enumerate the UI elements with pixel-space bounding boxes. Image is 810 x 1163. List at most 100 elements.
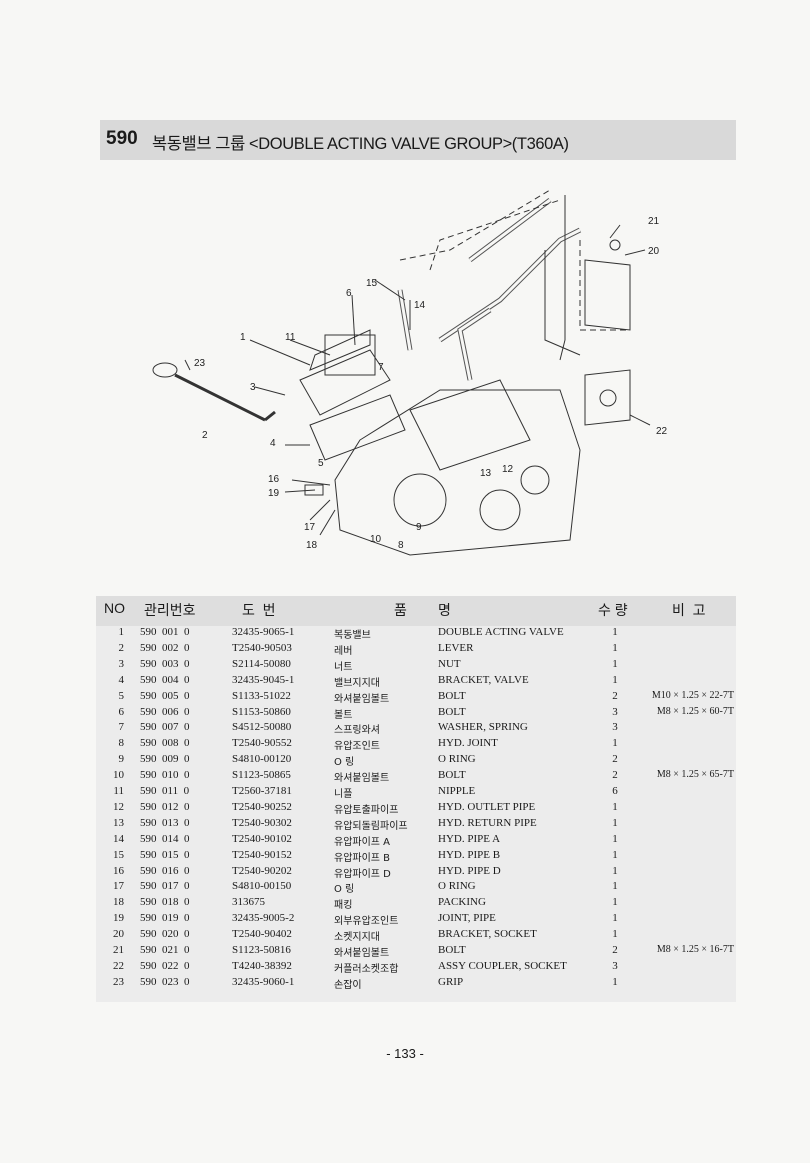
cell-name-kr: 외부유압조인트 <box>334 916 399 928</box>
callout-6: 6 <box>346 288 352 299</box>
cell-mgmt-no: 590 014 0 <box>140 832 190 845</box>
section-title: 복동밸브 그룹 <DOUBLE ACTING VALVE GROUP>(T360… <box>152 135 569 153</box>
cell-qty: 1 <box>612 737 618 750</box>
cell-drawing-no: S2114-50080 <box>232 657 291 670</box>
cell-no: 15 <box>113 848 124 861</box>
cell-drawing-no: T2540-90503 <box>232 641 292 654</box>
cell-drawing-no: 32435-9060-1 <box>232 975 295 988</box>
cell-name-en: BRACKET, VALVE <box>438 673 529 686</box>
cell-mgmt-no: 590 007 0 <box>140 721 190 734</box>
cell-mgmt-no: 590 009 0 <box>140 753 190 766</box>
cell-no: 16 <box>113 864 124 877</box>
callout-10: 10 <box>370 534 382 545</box>
cell-qty: 2 <box>612 944 618 956</box>
cell-drawing-no: T2540-90402 <box>232 928 292 941</box>
cell-qty: 2 <box>612 753 618 766</box>
cell-mgmt-no: 590 005 0 <box>140 689 190 702</box>
cell-no: 14 <box>113 832 124 845</box>
cell-name-kr: 와셔붙임볼트 <box>334 773 390 785</box>
cell-name-kr: 유압파이프 B <box>334 852 391 864</box>
cell-name-en: O RING <box>438 753 476 766</box>
cell-name-kr: 밸브지지대 <box>334 677 380 689</box>
cell-name-en: O RING <box>438 880 476 893</box>
cell-name-en: LEVER <box>438 641 474 654</box>
cell-qty: 1 <box>612 912 618 925</box>
callout-13: 13 <box>480 468 492 479</box>
cell-drawing-no: S4810-00120 <box>232 753 292 766</box>
cell-name-en: HYD. PIPE D <box>438 864 501 877</box>
cell-qty: 2 <box>612 689 618 702</box>
cell-qty: 1 <box>612 673 618 686</box>
cell-mgmt-no: 590 012 0 <box>140 800 190 813</box>
callout-3: 3 <box>250 382 256 393</box>
cell-drawing-no: S1123-50865 <box>232 769 291 782</box>
cell-mgmt-no: 590 021 0 <box>140 944 190 956</box>
cell-drawing-no: S4512-50080 <box>232 721 292 734</box>
table-header-band <box>96 596 736 626</box>
cell-name-en: GRIP <box>438 975 464 988</box>
cell-qty: 1 <box>612 657 618 670</box>
cell-qty: 2 <box>612 769 618 782</box>
callout-22: 22 <box>656 426 668 437</box>
cell-mgmt-no: 590 019 0 <box>140 912 190 925</box>
cell-drawing-no: T2540-90202 <box>232 864 292 877</box>
callout-7: 7 <box>378 362 384 373</box>
cell-name-en: PACKING <box>438 896 486 909</box>
cell-drawing-no: T2540-90152 <box>232 848 292 861</box>
cell-name-en: DOUBLE ACTING VALVE <box>438 626 564 638</box>
cell-no: 17 <box>113 880 124 893</box>
cell-name-kr: 레버 <box>334 645 353 657</box>
cell-name-en: BOLT <box>438 705 466 718</box>
cell-mgmt-no: 590 020 0 <box>140 928 190 941</box>
cell-no: 8 <box>118 737 125 750</box>
cell-name-kr: 니플 <box>334 789 353 800</box>
cell-no: 3 <box>118 657 125 670</box>
cell-name-kr: 와셔붙임볼트 <box>334 948 390 959</box>
cell-name-kr: 패킹 <box>334 900 353 912</box>
cell-no: 22 <box>113 959 124 972</box>
cell-no: 10 <box>113 769 124 782</box>
cell-qty: 1 <box>612 896 618 909</box>
cell-drawing-no: 32435-9005-2 <box>232 912 295 925</box>
cell-qty: 1 <box>612 816 618 829</box>
cell-mgmt-no: 590 022 0 <box>140 959 190 972</box>
callout-19: 19 <box>268 488 280 499</box>
cell-name-kr: O 링 <box>334 884 355 896</box>
cell-mgmt-no: 590 023 0 <box>140 975 190 988</box>
cell-name-kr: 커플러소켓조합 <box>334 963 399 975</box>
cell-no: 2 <box>118 641 125 654</box>
cell-drawing-no: 313675 <box>232 896 265 909</box>
cell-no: 5 <box>118 689 125 702</box>
cell-qty: 1 <box>612 848 618 861</box>
cell-remark: M8 × 1.25 × 16-7T <box>656 944 734 955</box>
cell-qty: 1 <box>612 864 618 877</box>
cell-mgmt-no: 590 003 0 <box>140 657 190 670</box>
table-row: 19 590 019 0 32435-9005-2 외부유압조인트 JOINT, PIP… <box>96 912 736 928</box>
cell-name-kr: 유압파이프 D <box>334 868 391 880</box>
callout-20: 20 <box>648 246 660 257</box>
cell-qty: 1 <box>612 832 618 845</box>
cell-name-kr: 복동밸브 <box>334 630 371 641</box>
cell-no: 13 <box>113 816 124 829</box>
table-body-band <box>96 626 736 1002</box>
callout-2: 2 <box>202 430 208 441</box>
cell-qty: 1 <box>612 928 618 941</box>
cell-name-en: JOINT, PIPE <box>438 912 496 925</box>
cell-name-kr: 손잡이 <box>334 979 362 991</box>
cell-drawing-no: T4240-38392 <box>232 959 292 972</box>
callout-4: 4 <box>270 438 276 449</box>
callout-8: 8 <box>398 540 404 551</box>
cell-no: 19 <box>113 912 124 925</box>
